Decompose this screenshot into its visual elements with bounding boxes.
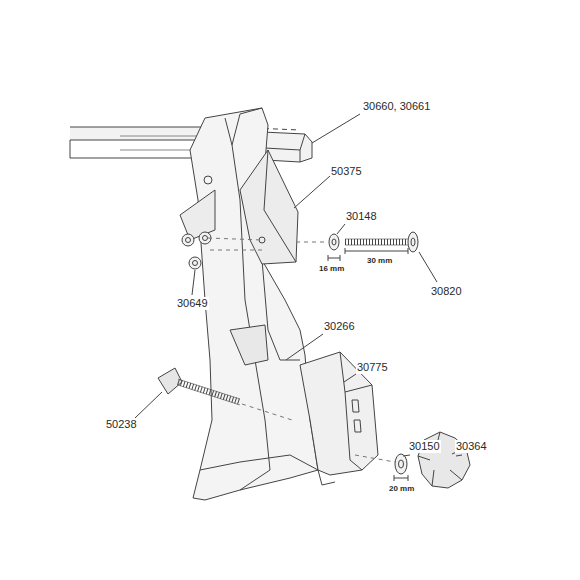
dimension-label: 20 mm xyxy=(388,484,415,494)
callout-number: 30775 xyxy=(356,361,389,374)
callout-number: 50375 xyxy=(330,165,363,178)
callout-number: 30660, 30661 xyxy=(362,100,431,113)
callout-number: 30820 xyxy=(430,285,463,298)
callout-number: 30266 xyxy=(323,320,356,333)
callout-number: 50238 xyxy=(105,418,138,431)
dimension-label: 16 mm xyxy=(318,264,345,274)
callout-number: 30649 xyxy=(176,297,209,310)
callout-number: 30148 xyxy=(345,210,378,223)
callout-number: 30150 xyxy=(408,440,441,453)
callout-number: 30364 xyxy=(455,440,488,453)
dimension-label: 30 mm xyxy=(366,256,393,266)
